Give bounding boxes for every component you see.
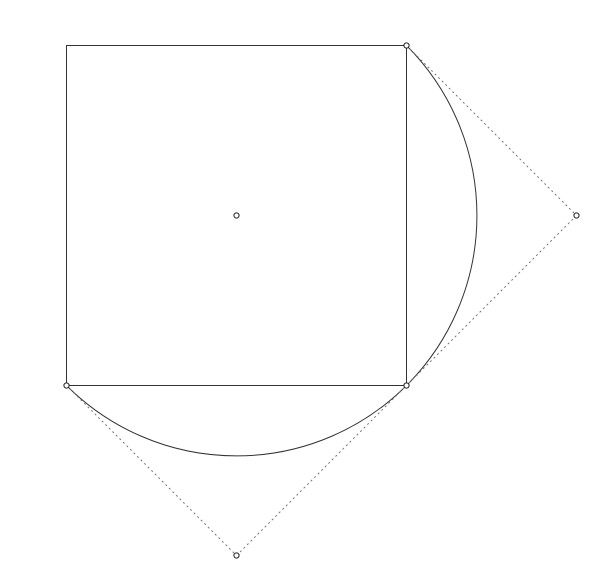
arc-bottom (66, 385, 407, 457)
point-bottom-right[interactable] (403, 382, 410, 389)
square-shape (66, 45, 407, 386)
point-bottom-control[interactable] (233, 552, 240, 559)
construction-line-bottom-right (236, 385, 407, 556)
point-right-control[interactable] (573, 212, 580, 219)
construction-line-right-bottom (406, 215, 577, 386)
point-bottom-left[interactable] (63, 382, 70, 389)
point-center[interactable] (233, 212, 240, 219)
construction-line-bottom-left (66, 385, 237, 556)
point-top-right[interactable] (403, 42, 410, 49)
construction-line-top-right (406, 45, 577, 216)
arc-right (406, 45, 478, 386)
